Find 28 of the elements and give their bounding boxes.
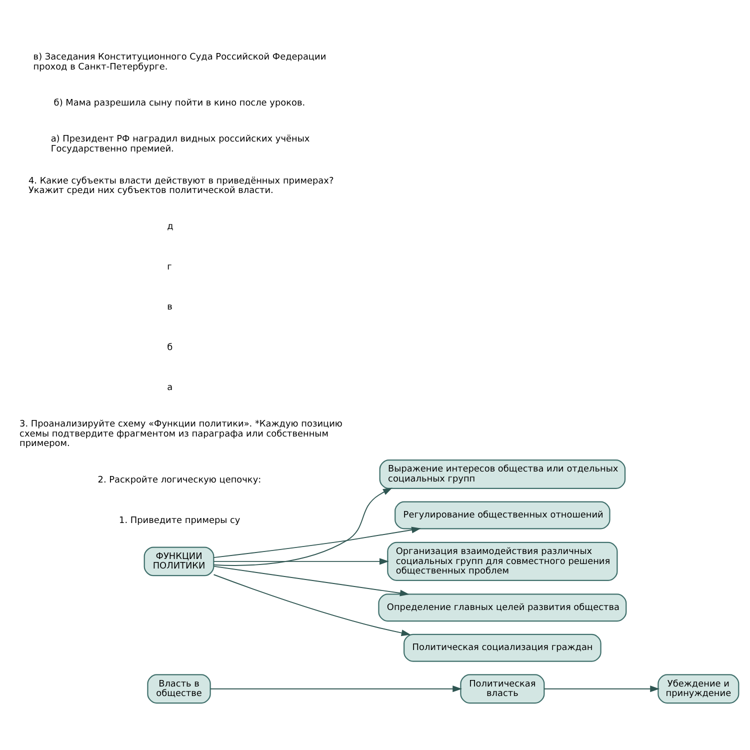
node-box: Власть в обществе: [147, 674, 211, 704]
label: б) Мама разрешила сыну пойти в кино после уроков.: [54, 98, 306, 108]
label: г: [167, 262, 172, 272]
arrow: [213, 558, 389, 564]
label: а: [167, 382, 173, 393]
node-box: Организация взаимодействия различных социальных групп для совместного решения общественных проблем: [387, 541, 618, 580]
node-box: Определение главных целей развития общества: [378, 593, 627, 622]
node-box: Убеждение и принуждение: [658, 674, 740, 704]
arrow: [210, 685, 462, 692]
label: д: [167, 222, 174, 232]
arrow: [213, 526, 422, 558]
label: 3. Проанализируйте схему «Функции политики». *Каждую позицию схемы подтвердите фрагментом из параграфа или собственным примером.: [20, 419, 342, 448]
label: б: [167, 342, 173, 352]
node-box: Политическая власть: [460, 674, 545, 704]
arrow: [213, 487, 392, 566]
arrow: [544, 685, 660, 692]
label: 1. Приведите примеры су: [119, 515, 240, 526]
label: 2. Раскройте логическую цепочку:: [98, 475, 262, 486]
arrow: [213, 565, 410, 596]
node-box: Политическая социализация граждан: [404, 633, 602, 662]
label: в: [167, 302, 172, 312]
node-box: Регулирование общественных отношений: [394, 500, 610, 529]
label: а) Президент РФ наградил видных российских учёных Государственно премией.: [50, 134, 310, 154]
label: в) Заседания Конституционного Суда Российской Федерации проход в Санкт-Петербурге.: [33, 52, 326, 72]
label: 4. Какие субъекты власти действуют в приведённых примерах? Укажит среди них субъектов политической власти.: [28, 176, 334, 196]
arrow: [213, 574, 411, 636]
node-box: ФУНКЦИИ ПОЛИТИКИ: [144, 546, 214, 576]
node-box: Выражение интересов общества или отдельных социальных групп: [379, 459, 626, 488]
